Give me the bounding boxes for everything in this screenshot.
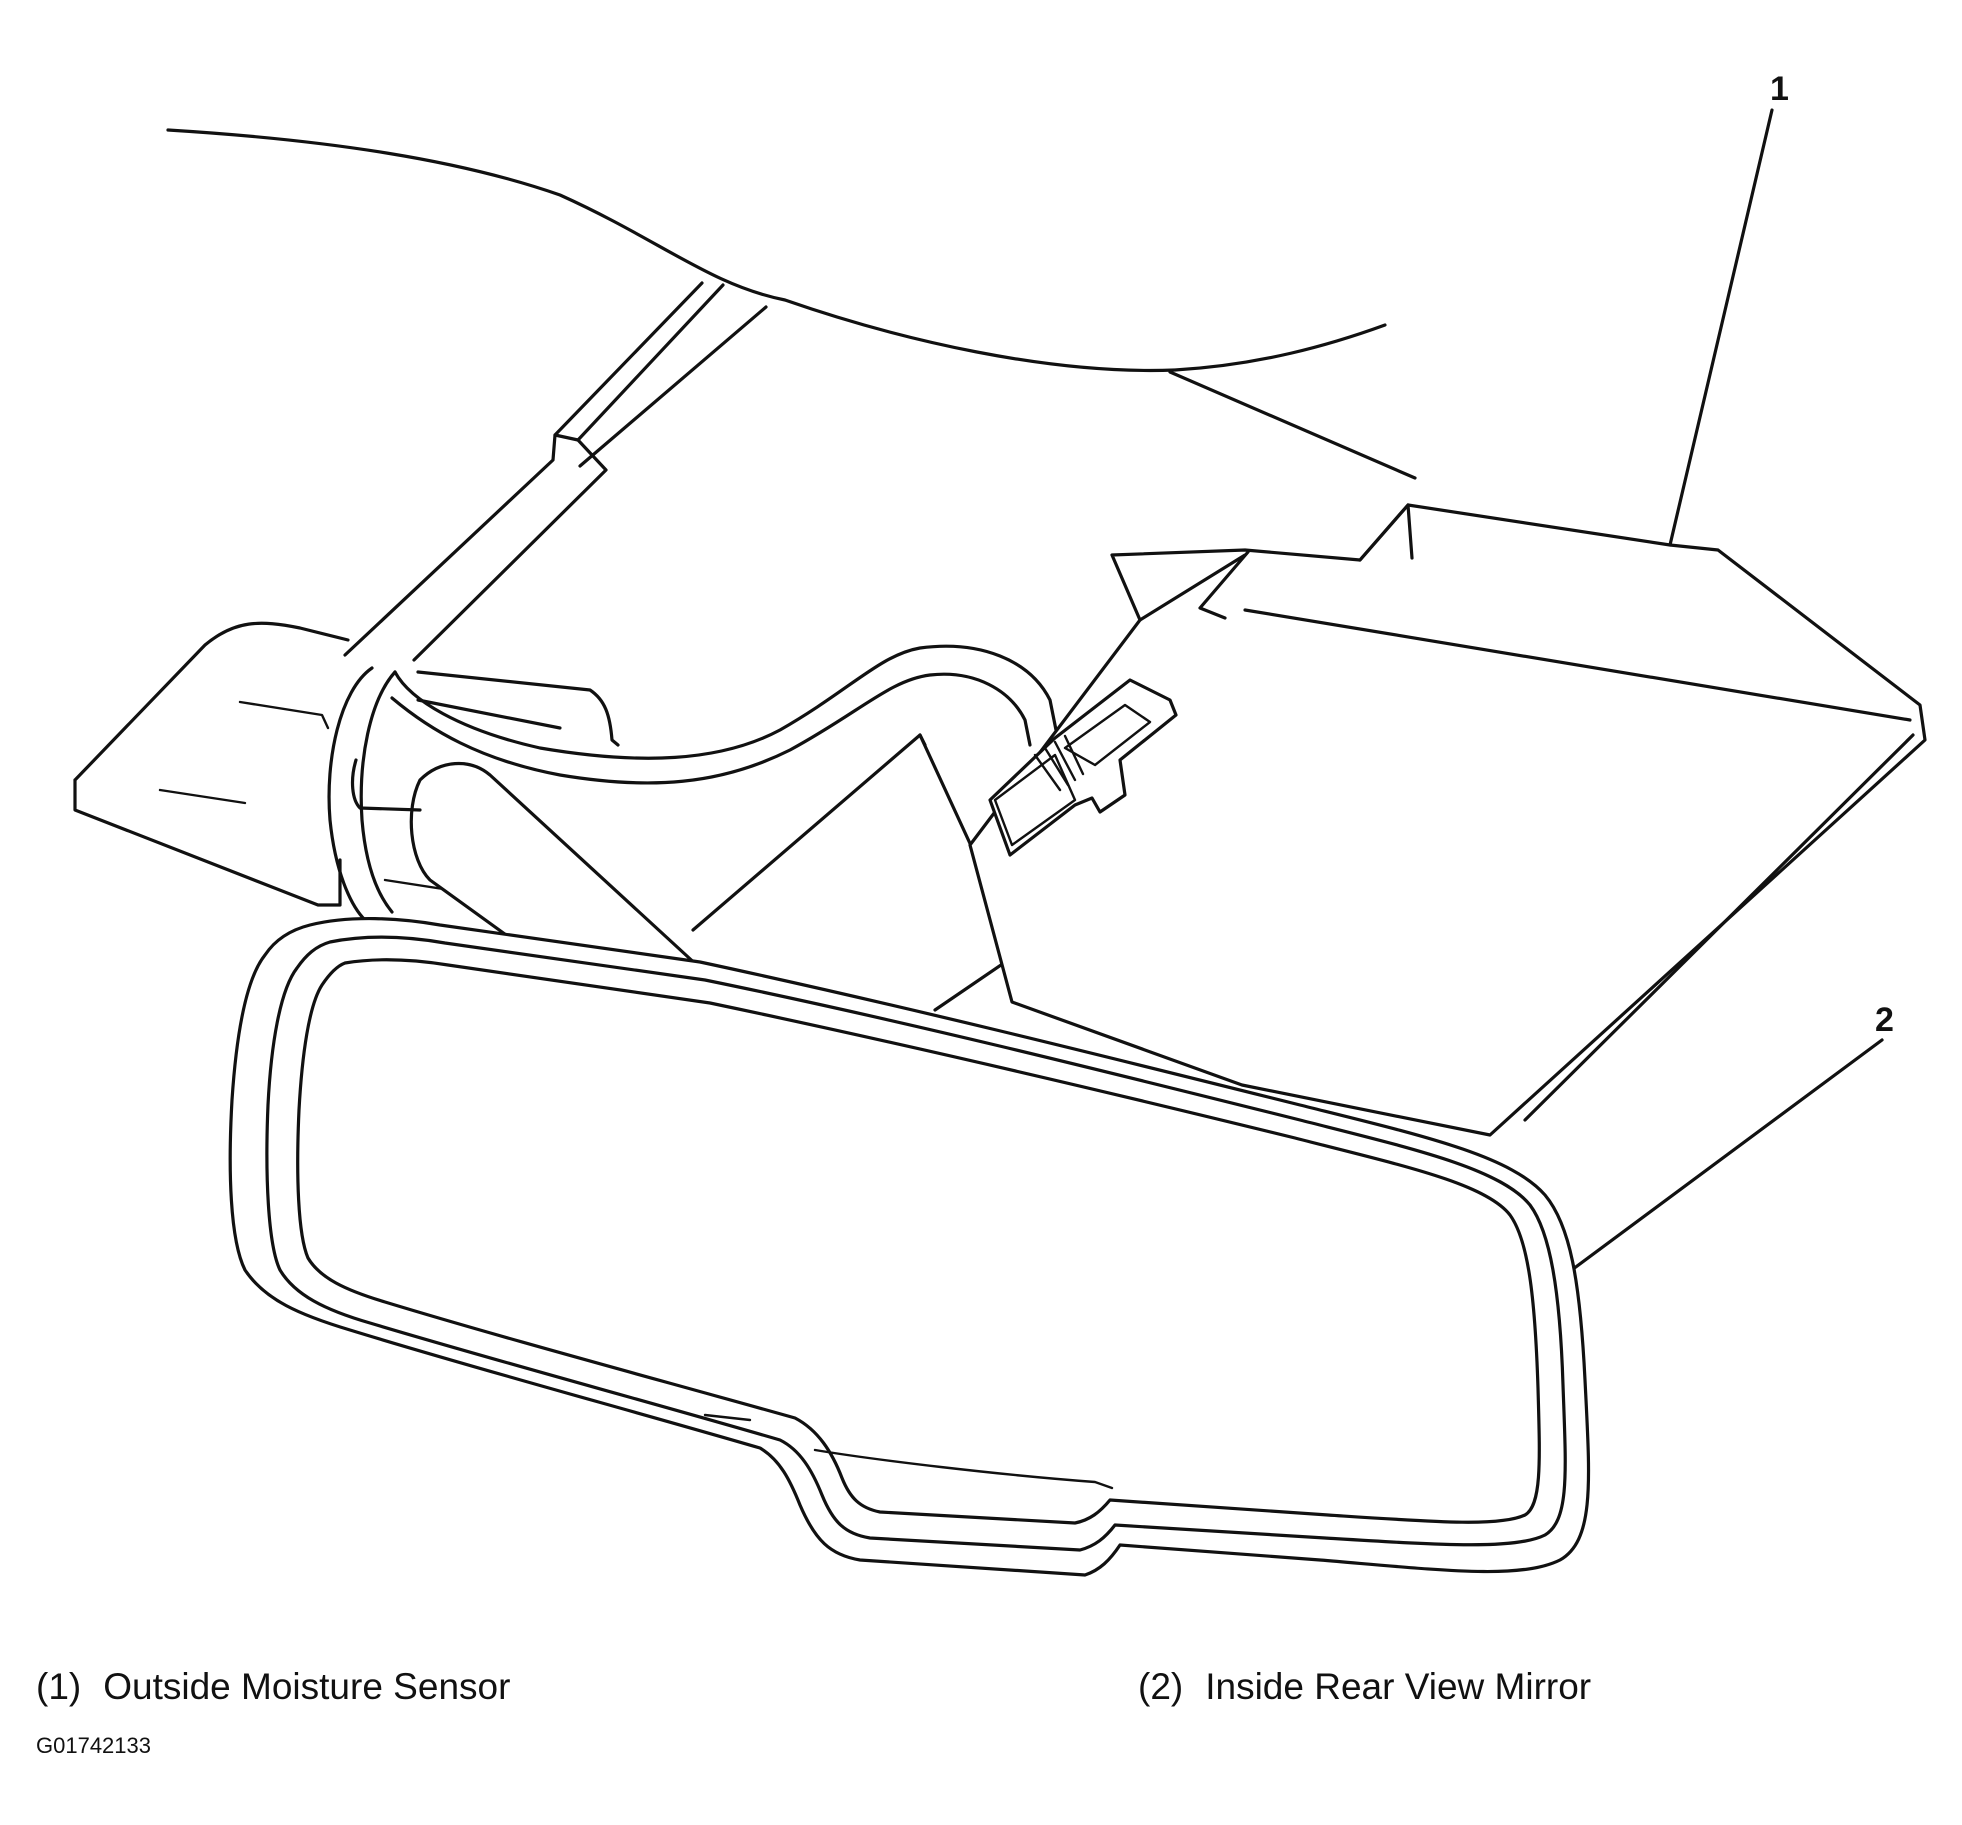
legend-number: (2) xyxy=(1138,1666,1184,1707)
leader-line-2 xyxy=(1563,1038,1884,1277)
windshield-top-edge xyxy=(166,128,1387,373)
sensor-module-body xyxy=(968,503,1927,1137)
figure-code: G01742133 xyxy=(36,1733,151,1758)
visor-panel-line2 xyxy=(158,788,247,805)
legend-item-inside-rear-view-mirror: (2) Inside Rear View Mirror xyxy=(1138,1668,1591,1705)
mirror-glass-inner xyxy=(296,958,1541,1525)
sensor-module-side-edge xyxy=(1523,733,1915,1122)
connector-detail1 xyxy=(1063,703,1152,767)
callout-2: 2 xyxy=(1875,1001,1894,1039)
sensor-module-crease xyxy=(1243,608,1912,722)
trim-cover xyxy=(416,670,620,747)
headliner-strip-outer xyxy=(343,281,704,657)
windshield-inner-line xyxy=(1168,370,1417,480)
wire-harness-inner xyxy=(359,670,397,914)
headliner-strip-inner xyxy=(578,305,768,468)
legend-item-outside-moisture-sensor: (1) Outside Moisture Sensor xyxy=(36,1668,510,1705)
connector-detail2 xyxy=(993,753,1077,847)
leader-line-1 xyxy=(1668,108,1774,547)
headliner-strip-mid xyxy=(412,283,725,662)
sensor-bracket xyxy=(691,733,1022,1012)
mirror-bottom-mark xyxy=(703,1413,752,1422)
legend-number: (1) xyxy=(36,1666,82,1707)
wire-cable-lower xyxy=(390,672,1032,785)
wire-harness-outer xyxy=(327,666,374,922)
sensor-module-top-face xyxy=(1138,503,1414,622)
mount-bracket-left xyxy=(350,758,422,812)
legend-label: Outside Moisture Sensor xyxy=(103,1666,511,1707)
mirror-bottom-tab xyxy=(813,1448,1114,1490)
mirror-glass-frame xyxy=(265,935,1567,1552)
visor-panel-line1 xyxy=(238,700,330,730)
sensor-bracket-front xyxy=(918,733,927,747)
legend-label: Inside Rear View Mirror xyxy=(1205,1666,1592,1707)
wire-cable-upper xyxy=(393,644,1060,760)
sensor-connector xyxy=(988,678,1178,857)
mirror-housing-outer xyxy=(228,917,1591,1577)
headliner-strip-cap xyxy=(553,433,580,442)
callout-1: 1 xyxy=(1770,70,1789,108)
visor-panel xyxy=(73,621,350,907)
connector-pins xyxy=(1033,734,1085,792)
